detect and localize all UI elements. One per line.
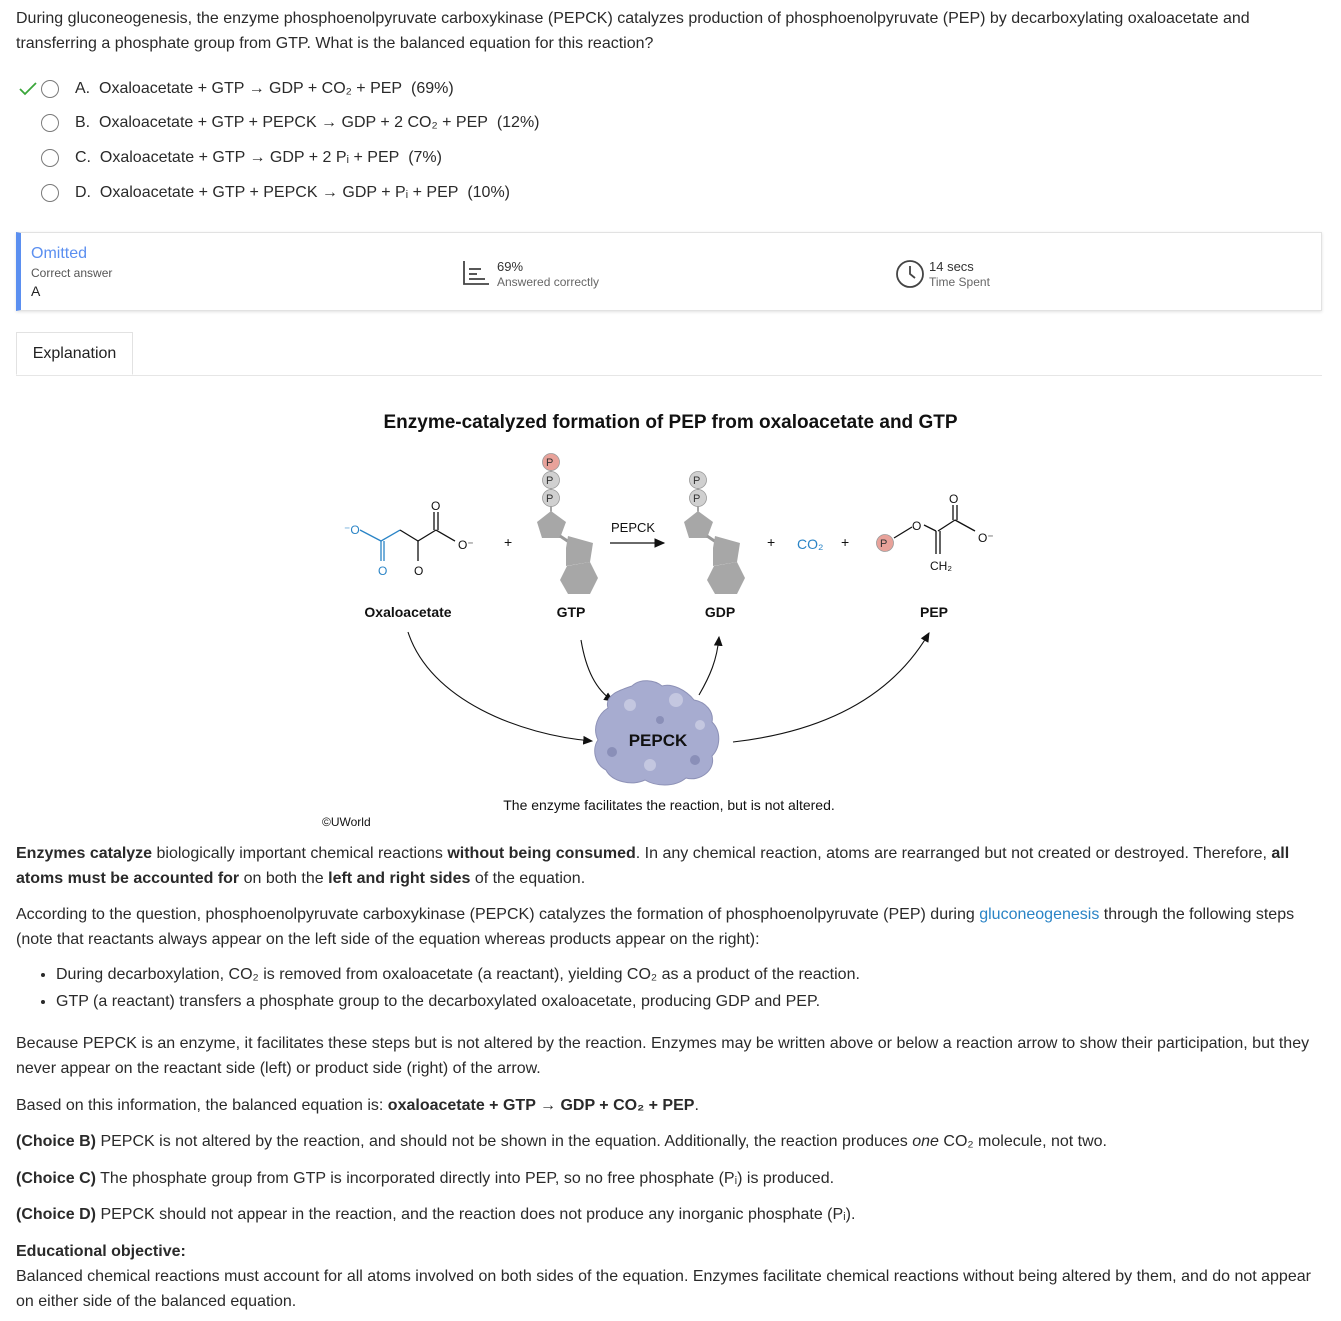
stats-panel: Omitted Correct answer A 69% Answered co… — [16, 232, 1322, 311]
figure-caption: The enzyme facilitates the reaction, but… — [503, 797, 835, 813]
choice-text: Oxaloacetate + GTP + PEPCK → GDP + Pᵢ + … — [99, 184, 459, 201]
choice-percent: (12%) — [496, 114, 540, 131]
oxaloacetate-o-minus-left: ⁻O — [344, 523, 360, 537]
bar-chart-icon — [461, 259, 491, 292]
phosphate-p: P — [546, 493, 553, 505]
figure-title: Enzyme-catalyzed formation of PEP from o… — [383, 412, 958, 433]
oxaloacetate-o: O — [414, 564, 423, 578]
gdp-structure — [684, 471, 745, 594]
choice-d-radio[interactable] — [41, 184, 59, 202]
bullet-item: During decarboxylation, CO₂ is removed f… — [56, 962, 1326, 987]
choice-a-radio[interactable] — [41, 80, 59, 98]
plus-sign: + — [841, 534, 849, 550]
pep-structure — [893, 505, 976, 554]
arrow-enzyme-to-gdp — [698, 635, 723, 696]
choice-letter: C. — [75, 149, 91, 166]
choice-letter: A. — [75, 80, 91, 97]
phosphate-p: P — [880, 538, 887, 550]
choice-d[interactable]: D. Oxaloacetate + GTP + PEPCK → GDP + Pᵢ… — [16, 178, 716, 208]
choice-b-radio[interactable] — [41, 114, 59, 132]
choice-percent: (7%) — [408, 149, 442, 166]
pep-ch2: CH₂ — [930, 559, 952, 573]
pepck-enzyme-image — [594, 680, 720, 786]
pep-phosphate — [876, 534, 894, 552]
copyright: ©UWorld — [322, 815, 371, 829]
arrow-enzyme-label: PEPCK — [611, 520, 655, 535]
choice-b-explanation: (Choice B) PEPCK is not altered by the r… — [16, 1133, 1107, 1150]
label-gtp: GTP — [557, 604, 586, 620]
pep-o-minus: O⁻ — [978, 531, 994, 545]
oxaloacetate-o-top: O — [431, 499, 440, 513]
arrow-enzyme-to-pep — [732, 632, 930, 743]
time-label: Time Spent — [929, 275, 990, 289]
clock-icon — [895, 259, 925, 294]
explanation-paragraph-1: Enzymes catalyze biologically important … — [16, 845, 1290, 887]
pep-o: O — [912, 519, 921, 533]
time-value: 14 secs — [929, 259, 974, 274]
correct-answer-label: Correct answer — [31, 266, 113, 280]
choice-text: Oxaloacetate + GTP → GDP + CO₂ + PEP — [99, 80, 403, 97]
oxaloacetate-o-minus-right: O⁻ — [458, 538, 474, 552]
oxaloacetate-o-blue: O — [378, 564, 387, 578]
bullet-item: GTP (a reactant) transfers a phosphate g… — [56, 989, 1326, 1014]
enzyme-label: PEPCK — [629, 731, 688, 750]
pep-o-top: O — [949, 492, 958, 506]
explanation-paragraph-3: Because PEPCK is an enzyme, it facilitat… — [16, 1035, 1310, 1077]
reaction-figure: ⁻O O O O O⁻ + P P P PEPCK P P + CO₂ + P — [322, 453, 994, 829]
tab-divider — [16, 375, 1322, 376]
objective-text: Balanced chemical reactions must account… — [16, 1268, 1311, 1310]
question-text: During gluconeogenesis, the enzyme phosp… — [16, 10, 1250, 52]
choice-d-explanation: (Choice D) PEPCK should not appear in th… — [16, 1206, 856, 1223]
plus-sign: + — [767, 534, 775, 550]
tab-explanation[interactable]: Explanation — [16, 332, 133, 375]
arrow-oxaloacetate-to-enzyme — [407, 631, 594, 745]
arrow-gtp-to-enzyme — [580, 639, 614, 702]
phosphate-p: P — [693, 475, 700, 487]
checkmark-icon — [16, 77, 40, 101]
percent-correct: 69% — [497, 259, 524, 274]
phosphate-p: P — [693, 493, 700, 505]
label-gdp: GDP — [705, 604, 735, 620]
phosphate-p: P — [546, 475, 553, 487]
choice-letter: D. — [75, 184, 91, 201]
correct-answer-value: A — [31, 283, 41, 299]
gtp-structure — [537, 453, 598, 594]
explanation-paragraph-2: According to the question, phosphoenolpy… — [16, 906, 1295, 948]
choice-text: Oxaloacetate + GTP + PEPCK → GDP + 2 CO₂… — [99, 114, 488, 131]
percent-label: Answered correctly — [497, 275, 600, 289]
status-omitted: Omitted — [31, 245, 88, 262]
choice-c-radio[interactable] — [41, 149, 59, 167]
choice-a[interactable]: A. Oxaloacetate + GTP → GDP + CO₂ + PEP … — [16, 74, 716, 104]
explanation-paragraph-4: Based on this information, the balanced … — [16, 1097, 699, 1114]
choice-percent: (10%) — [467, 184, 511, 201]
oxaloacetate-structure — [359, 512, 456, 561]
phosphate-p: P — [546, 457, 553, 469]
choice-text: Oxaloacetate + GTP → GDP + 2 Pᵢ + PEP — [99, 149, 400, 166]
label-oxaloacetate: Oxaloacetate — [364, 604, 451, 620]
choice-b[interactable]: B. Oxaloacetate + GTP + PEPCK → GDP + 2 … — [16, 108, 716, 138]
choice-c-explanation: (Choice C) The phosphate group from GTP … — [16, 1170, 835, 1187]
label-pep: PEP — [920, 604, 948, 620]
objective-title: Educational objective: — [16, 1243, 186, 1260]
choice-c[interactable]: C. Oxaloacetate + GTP → GDP + 2 Pᵢ + PEP… — [16, 143, 716, 173]
explanation-bullets: During decarboxylation, CO₂ is removed f… — [16, 962, 1326, 1016]
co2-label: CO₂ — [797, 536, 823, 552]
gluconeogenesis-link[interactable]: gluconeogenesis — [979, 906, 1100, 923]
plus-sign: + — [504, 534, 512, 550]
choice-percent: (69%) — [411, 80, 454, 97]
choice-letter: B. — [75, 114, 91, 131]
